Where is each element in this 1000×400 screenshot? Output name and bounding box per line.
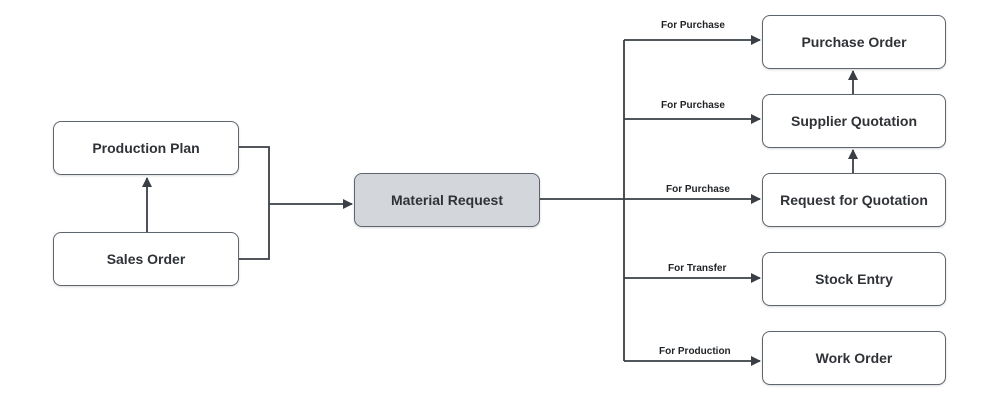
node-production-plan[interactable]: Production Plan <box>53 121 239 175</box>
edge-label-stock-entry: For Transfer <box>668 263 727 274</box>
node-request-for-quotation[interactable]: Request for Quotation <box>762 173 946 227</box>
edge-production-plan-bracket <box>239 146 270 204</box>
edge-label-supplier-quotation: For Purchase <box>661 100 725 111</box>
node-sales-order[interactable]: Sales Order <box>53 232 239 286</box>
node-material-request[interactable]: Material Request <box>354 173 540 227</box>
node-stock-entry[interactable]: Stock Entry <box>762 252 946 306</box>
edge-sales-order-bracket <box>239 204 270 260</box>
node-purchase-order[interactable]: Purchase Order <box>762 15 946 69</box>
edge-label-work-order: For Production <box>659 346 731 357</box>
node-supplier-quotation[interactable]: Supplier Quotation <box>762 94 946 148</box>
edge-label-purchase-order: For Purchase <box>661 20 725 31</box>
node-work-order[interactable]: Work Order <box>762 331 946 385</box>
edge-label-request-for-quotation: For Purchase <box>666 184 730 195</box>
